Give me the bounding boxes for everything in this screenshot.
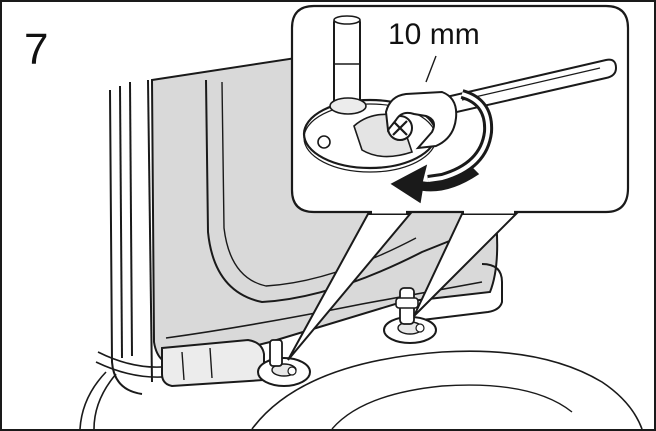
foot-bracket-left — [257, 339, 311, 387]
leveling-post — [333, 15, 361, 109]
callout-pointers — [287, 213, 519, 361]
step-number: 7 — [24, 25, 49, 74]
zoom-callout: 10 mm — [290, 4, 630, 214]
wrench-size-label: 10 mm — [388, 18, 480, 51]
foot-bracket-right — [383, 287, 437, 344]
hinge-block — [161, 338, 265, 388]
counterclockwise-arrow-icon — [390, 89, 494, 204]
appliance-body — [79, 79, 185, 429]
door-outline — [205, 79, 473, 304]
